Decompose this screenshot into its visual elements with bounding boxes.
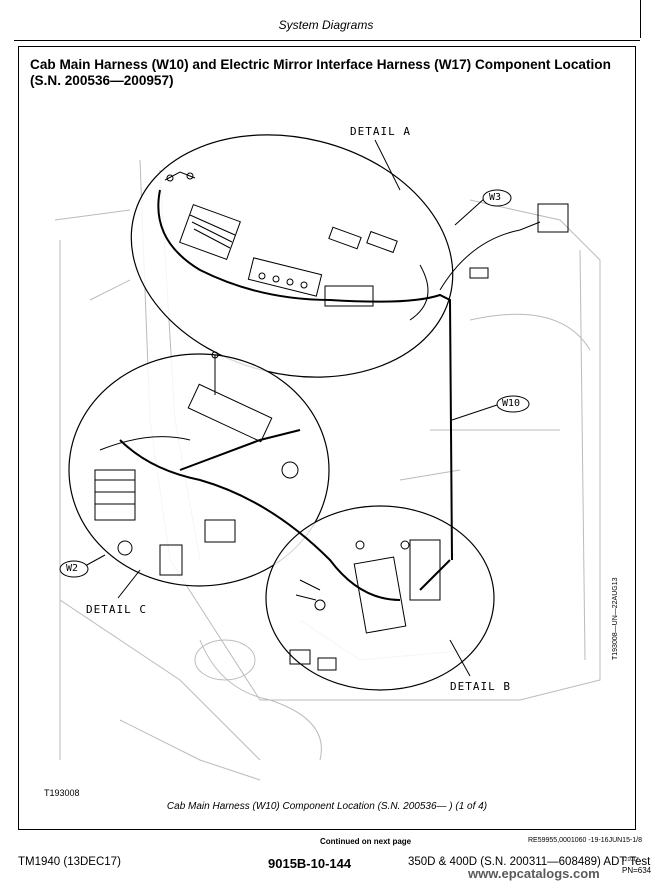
footer-manual-id: TM1940 (13DEC17)	[18, 856, 121, 868]
w3-callout-oval	[482, 189, 512, 207]
footer-model-info: 350D & 400D (S.N. 200311—608489) ADT Tes…	[408, 856, 651, 868]
w10-callout: W10	[502, 398, 521, 409]
figure-title: Cab Main Harness (W10) and Electric Mirr…	[30, 57, 611, 88]
header-side-divider	[640, 0, 641, 38]
figure-frame	[18, 46, 636, 830]
w2-callout: W2	[66, 563, 79, 574]
w3-callout: W3	[489, 192, 502, 203]
detail-a-components	[164, 171, 569, 321]
watermark: www.epcatalogs.com	[468, 866, 600, 881]
w2-callout-oval	[59, 560, 89, 578]
page-header: System Diagrams	[278, 18, 374, 32]
figure-side-code: T193008—UN—22AUG13	[612, 577, 619, 661]
detail-c-components	[94, 351, 299, 576]
detail-c-circle	[68, 353, 330, 587]
detail-b-components	[289, 539, 441, 671]
reference-code: RE59955,0001060 -19-16JUN15-1/8	[528, 837, 643, 844]
footer-pn: PN=634	[622, 866, 652, 875]
w10-callout-oval	[496, 395, 530, 413]
footer-page-number: 9015B-10-144	[268, 856, 352, 871]
detail-a-label: DETAIL A	[350, 125, 411, 138]
footer-date-code: 121017	[622, 857, 639, 863]
detail-c-label: DETAIL C	[86, 603, 147, 616]
detail-b-label: DETAIL B	[450, 680, 511, 693]
continued-note: Continued on next page	[320, 837, 412, 846]
w10-harness	[119, 189, 453, 601]
figure-caption: Cab Main Harness (W10) Component Locatio…	[166, 801, 488, 812]
header-divider	[14, 40, 640, 41]
leader-lines	[84, 139, 501, 677]
figure-id: T193008	[44, 788, 80, 798]
